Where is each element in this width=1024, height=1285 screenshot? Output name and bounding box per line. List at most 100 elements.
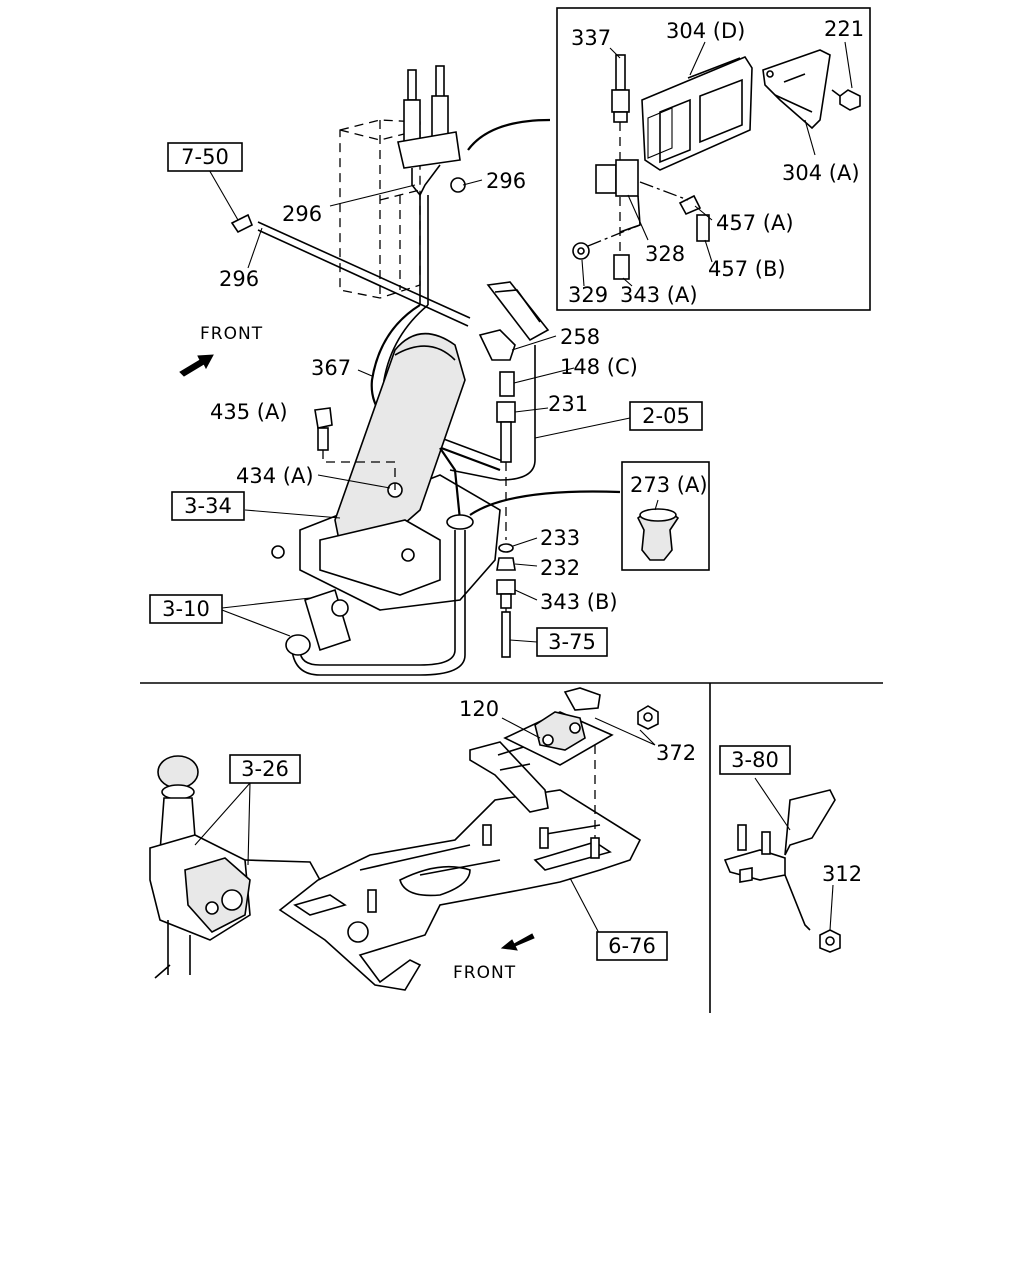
plate-slot-2 [533, 841, 612, 871]
part-label-296c: 296 [219, 267, 259, 291]
lower-assembly [149, 687, 841, 991]
ref-label-3-80: 3-80 [731, 748, 779, 772]
front-indicator-top: FRONT [179, 324, 262, 377]
ref-label-3-75: 3-75 [548, 630, 596, 654]
sensor-body-right [431, 95, 449, 139]
rod-337 [615, 54, 626, 91]
pipe-to-grommet [439, 447, 462, 521]
upper-assembly [230, 65, 710, 676]
part-label-435a: 435 (A) [210, 400, 288, 424]
part-label-434a: 434 (A) [236, 464, 314, 488]
leader-457b [704, 239, 713, 263]
nut-232 [496, 557, 516, 571]
leader-258 [511, 335, 557, 351]
ref-box-3-75: 3-75 [536, 627, 608, 657]
part-label-273a: 273 (A) [630, 473, 708, 497]
part-label-304d: 304 (D) [666, 19, 745, 43]
sensor-bracket [397, 131, 461, 169]
leader-367 [357, 369, 373, 377]
washer-233 [498, 543, 514, 553]
body-3-26-legs [154, 920, 191, 979]
part-labels: 337 304 (D) 221 304 (A) 457 (A) 328 457 … [210, 17, 864, 886]
bracket-3-80-top [784, 789, 836, 856]
ref-label-3-34: 3-34 [184, 494, 232, 518]
nut-312-hole [825, 936, 835, 946]
stud-4 [590, 837, 600, 859]
sensor-rod-left [407, 69, 417, 101]
ref-box-3-80: 3-80 [719, 745, 791, 775]
bolt-231-shank [500, 421, 512, 463]
bracket-3-80-stud-1 [737, 824, 747, 851]
leader-434a [317, 474, 391, 489]
valve-port-1 [542, 734, 554, 746]
leader-3-10a [221, 597, 311, 609]
ref-label-2-05: 2-05 [642, 404, 690, 428]
bracket-120-base [469, 741, 549, 813]
front-indicator-bottom: FRONT [453, 933, 535, 983]
fitting-328-right [615, 159, 639, 197]
part-label-457a: 457 (A) [716, 211, 794, 235]
part-label-372: 372 [656, 741, 696, 765]
fitting-343b-body [500, 593, 512, 609]
leader-7-50 [207, 167, 239, 221]
ref-label-3-10: 3-10 [162, 597, 210, 621]
leader-328 [627, 194, 649, 241]
cable-296-top [257, 221, 471, 319]
part-label-343b: 343 (B) [540, 590, 618, 614]
fitting-328-left [595, 164, 617, 194]
section-dividers [140, 682, 883, 1013]
plate-6-76 [278, 789, 642, 991]
bolt-221-shank [831, 89, 841, 97]
cylinder-3-10 [304, 588, 351, 652]
stud-1 [367, 889, 377, 913]
leader-148c [513, 367, 575, 384]
rod-337-fitting [611, 89, 630, 113]
plate-slot-1 [399, 865, 471, 897]
centerline-457 [639, 181, 689, 201]
cap-3-26 [157, 755, 199, 789]
leader-233 [512, 537, 538, 547]
sleeve-457b [696, 214, 710, 242]
leader-312 [829, 884, 834, 931]
part-label-337: 337 [571, 26, 611, 50]
bolt-221 [839, 89, 861, 111]
leader-343b [514, 589, 538, 601]
leader-3-26 [194, 782, 251, 866]
nut-329-hole [577, 247, 585, 255]
bracket-304a-detail [774, 73, 813, 113]
nut-372-hole [643, 712, 653, 722]
leader-273a [654, 499, 659, 511]
cylinder-3-10-port [331, 599, 349, 617]
pipe-lower-loop-2 [291, 530, 466, 676]
body-3-26-port [221, 889, 243, 911]
pipe-3-26 [244, 859, 321, 881]
part-label-304a: 304 (A) [782, 161, 860, 185]
sensor-wires [411, 164, 441, 197]
bracket-304a-shape [762, 49, 831, 130]
sensor-rod-right [435, 65, 445, 99]
leader-372 [594, 717, 656, 746]
bracket-304d-slot [647, 107, 673, 159]
grommet-273a-top [639, 508, 677, 522]
front-arrow-bottom [500, 933, 535, 951]
housing-base [319, 519, 441, 596]
bracket-304d-detail [659, 57, 743, 164]
bolt-435a-shank [317, 427, 329, 451]
leader-296c [247, 227, 263, 269]
leader-343a [622, 277, 633, 287]
grommet-ring [446, 514, 474, 530]
plate-hole [347, 921, 369, 943]
housing-dome-top [394, 345, 456, 361]
leader-337 [609, 47, 621, 59]
part-label-148c: 148 (C) [560, 355, 638, 379]
cylinder-3-10-end [285, 634, 311, 656]
housing-bolt-right [401, 548, 415, 562]
body-3-26-bolt [205, 901, 219, 915]
part-label-258: 258 [560, 325, 600, 349]
part-label-329: 329 [568, 283, 608, 307]
leader-2-05 [534, 417, 631, 439]
leader-304a [804, 119, 816, 156]
ref-box-3-26: 3-26 [229, 754, 301, 784]
ref-box-2-05: 2-05 [629, 401, 703, 431]
fitting-343b-head [496, 579, 516, 595]
